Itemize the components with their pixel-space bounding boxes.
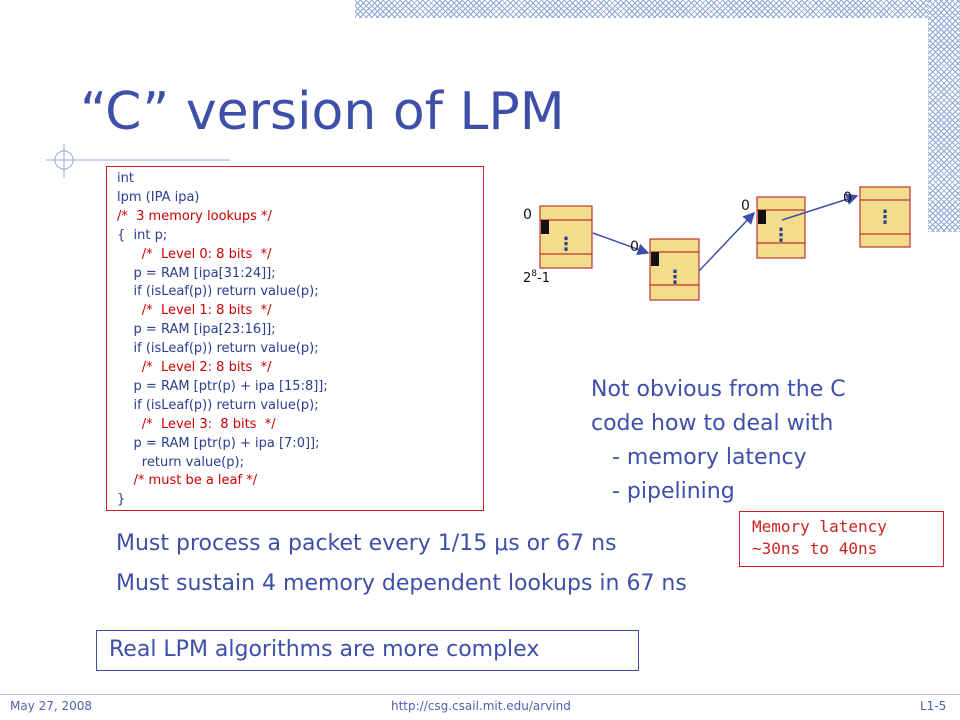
code-line: if (isLeaf(p)) return value(p); (117, 397, 319, 413)
code-line: p = RAM [ptr(p) + ipa [7:0]]; (117, 435, 320, 451)
pointer-arrow-1 (698, 211, 756, 272)
index-zero-label-3: 0 (843, 190, 852, 206)
code-line: int (117, 171, 134, 186)
code-line: /* Level 2: 8 bits */ (117, 360, 272, 375)
table-level-2 (756, 196, 806, 259)
side-pattern (928, 0, 960, 232)
footer-divider (0, 694, 960, 695)
code-box: int lpm (IPA ipa) /* 3 memory lookups */ { … (106, 166, 484, 511)
ellipsis-1: ⋮ (666, 267, 684, 288)
memory-latency-box: Memory latency ~30ns to 40ns (739, 511, 944, 567)
code-line: p = RAM [ipa[31:24]]; (117, 265, 276, 281)
pointer-arrow-2 (781, 193, 859, 221)
real-lpm-box: Real LPM algorithms are more complex (96, 630, 639, 671)
footer-url[interactable]: http://csg.csail.mit.edu/arvind (391, 699, 571, 713)
ellipsis-3: ⋮ (876, 207, 894, 228)
table-size-label: 28-1 (523, 269, 550, 286)
crosshair-decoration (46, 144, 230, 178)
code-line: return value(p); (117, 454, 244, 470)
table-level-3 (859, 186, 911, 248)
latency-note: Not obvious from the C code how to deal … (591, 377, 846, 504)
code-line: /* Level 0: 8 bits */ (117, 246, 272, 262)
code-line: if (isLeaf(p)) return value(p); (117, 284, 319, 300)
table-level-0 (539, 205, 593, 269)
ellipsis-0: ⋮ (557, 234, 575, 255)
header-pattern (355, 0, 960, 18)
slide-title: “C” version of LPM (80, 82, 565, 142)
code-line: /* 3 memory lookups */ (117, 208, 272, 224)
code-line: p = RAM [ipa[23:16]]; (117, 322, 276, 338)
index-zero-label-0: 0 (523, 207, 532, 223)
code-line: if (isLeaf(p)) return value(p); (117, 341, 319, 357)
index-zero-label-1: 0 (630, 239, 639, 255)
ellipsis-2: ⋮ (772, 225, 790, 246)
mu-symbol: μ (494, 531, 509, 556)
code-line: /* must be a leaf */ (117, 473, 258, 489)
pointer-arrow-0 (592, 232, 650, 256)
lookup-rate-line: Must sustain 4 memory dependent lookups … (116, 571, 687, 596)
code-line: { int p; (117, 227, 168, 243)
code-line: /* Level 3: 8 bits */ (117, 416, 276, 432)
table-level-1 (649, 238, 700, 301)
packet-rate-line: Must process a packet every 1/15 μs or 6… (116, 531, 617, 556)
code-line: } (117, 492, 126, 508)
footer-date: May 27, 2008 (10, 699, 93, 713)
footer-page-number: L1-5 (920, 699, 947, 713)
lpm-table-diagram: ⋮ ⋮ ⋮ ⋮ 0 0 0 0 28-1 (523, 186, 911, 301)
code-line: /* Level 1: 8 bits */ (117, 303, 272, 319)
code-line: p = RAM [ptr(p) + ipa [15:8]]; (117, 378, 328, 394)
index-zero-label-2: 0 (741, 198, 750, 214)
code-line: lpm (IPA ipa) (117, 189, 200, 205)
